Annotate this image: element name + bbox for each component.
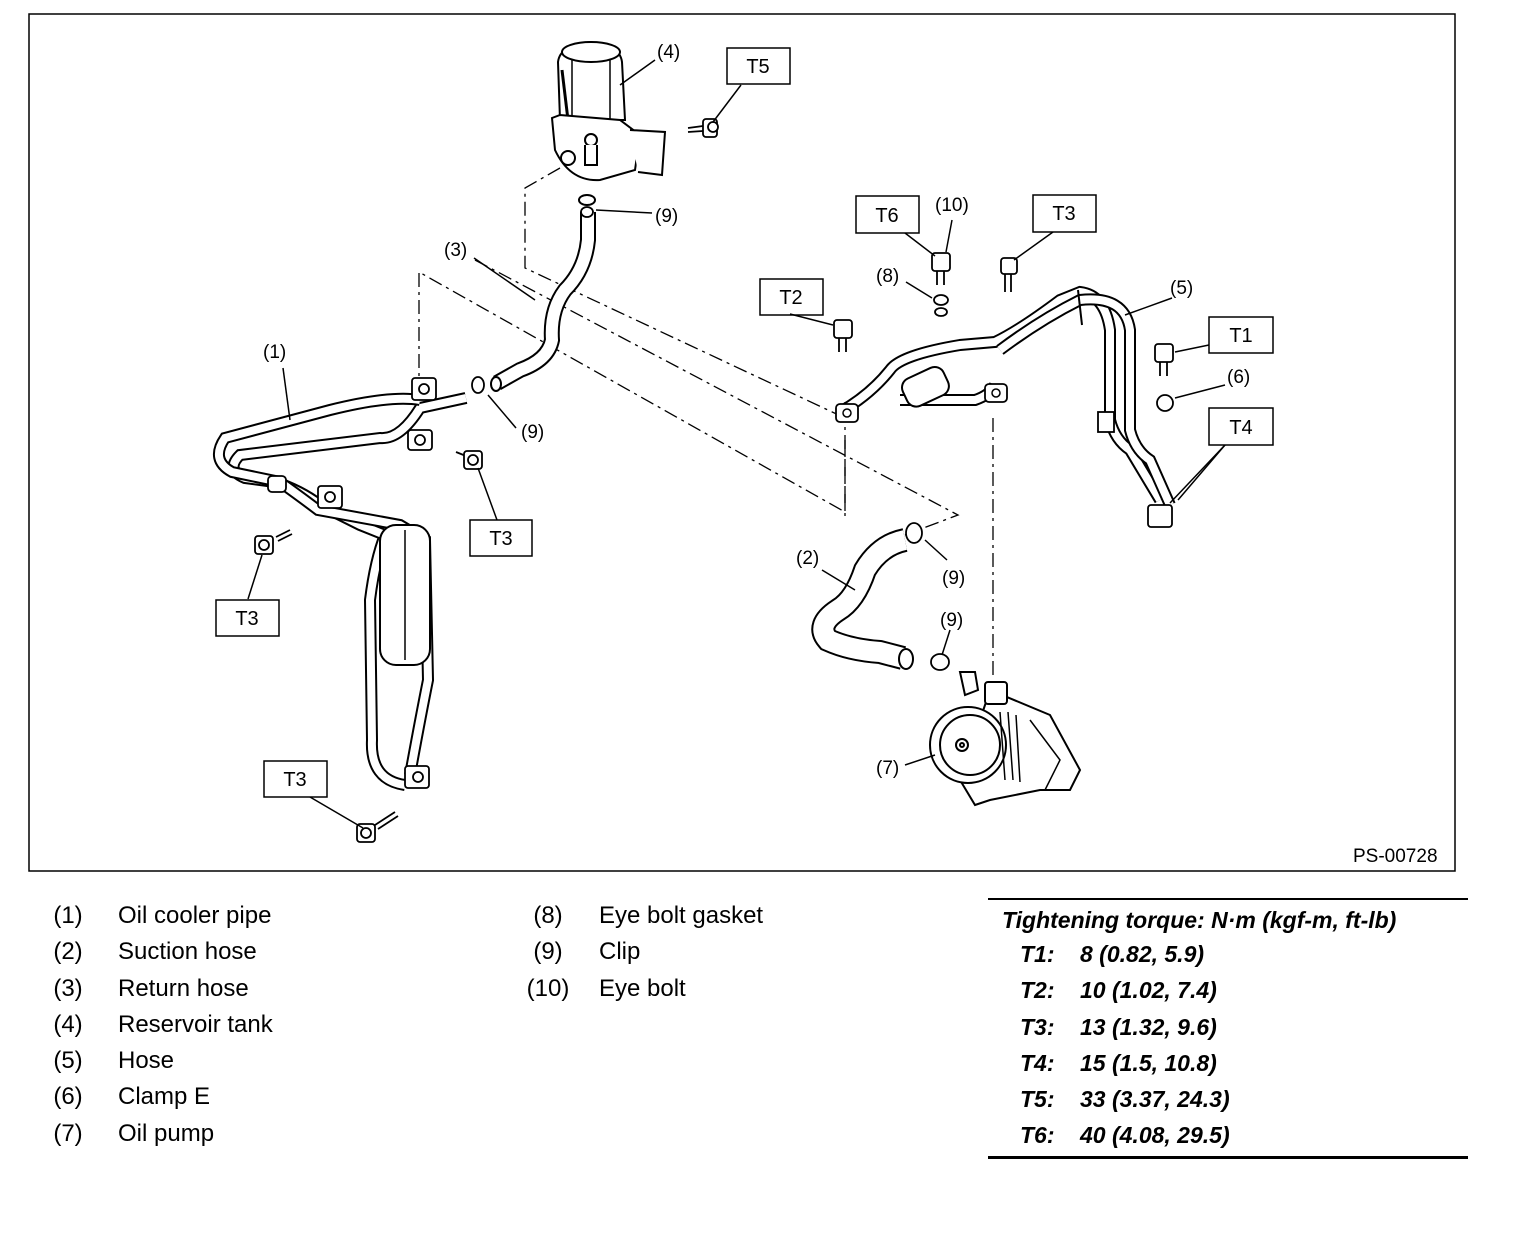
torque-row: T5: 33 (3.37, 24.3)	[988, 1081, 1468, 1117]
legend-item: (2) Suction hose	[48, 934, 273, 970]
legend-item: (8) Eye bolt gasket	[522, 898, 763, 934]
torque-box-t3: T3	[235, 608, 258, 630]
legend-name: Oil cooler pipe	[118, 902, 272, 929]
torque-box-t3: T3	[1052, 203, 1075, 225]
pressure-pipe-hose	[835, 285, 1176, 528]
alignment-lines	[418, 167, 994, 680]
callout-7: (7)	[876, 758, 899, 779]
return-hose	[490, 212, 596, 392]
torque-box-t4: T4	[1229, 417, 1252, 439]
legend-name: Oil pump	[118, 1119, 215, 1147]
parts-legend-middle: (8) Eye bolt gasket (9) Clip (10) Eye bolt	[522, 898, 763, 1007]
oil-pump	[929, 671, 1082, 807]
torque-box-labels: T5 T6 T3 T2 T1 T4 T3 T3 T3	[235, 56, 1252, 791]
bolts-t3	[254, 257, 1018, 843]
torque-id: T1:	[1020, 941, 1055, 967]
figure-code: PS-00728	[1353, 846, 1438, 867]
legend-name: Eye bolt gasket	[599, 902, 764, 929]
legend-item: (1) Oil cooler pipe	[48, 898, 273, 934]
callout-9: (9)	[940, 610, 963, 631]
parts-diagram: (1) (2) (3) (4) (5) (6) (7) (8) (9) (9) …	[28, 13, 1456, 872]
torque-value: 15 (1.5, 10.8)	[1080, 1049, 1217, 1076]
torque-table: Tightening torque: N·m (kgf-m, ft-lb) T1…	[988, 898, 1468, 1159]
bolts-misc	[833, 252, 1174, 376]
legend-name: Clip	[599, 938, 641, 966]
torque-id: T5:	[1020, 1086, 1055, 1113]
torque-table-heading: Tightening torque: N·m (kgf-m, ft-lb)	[1002, 907, 1397, 933]
legend-item: (9) Clip	[522, 934, 763, 970]
torque-box-t1: T1	[1229, 325, 1252, 347]
torque-box-t5: T5	[746, 56, 769, 78]
clips	[471, 206, 1174, 671]
torque-box-t6: T6	[875, 205, 898, 227]
legend-num: (3)	[53, 974, 83, 1002]
leader-lines	[247, 59, 1226, 829]
pipe-brackets	[267, 377, 437, 789]
legend-item: (7) Oil pump	[48, 1116, 273, 1152]
callout-3: (3)	[444, 240, 467, 261]
legend-num: (8)	[533, 902, 563, 929]
suction-hose	[811, 528, 914, 670]
legend-name: Reservoir tank	[118, 1010, 273, 1038]
torque-id: T3:	[1020, 1013, 1055, 1040]
legend-num: (9)	[533, 938, 563, 966]
callout-6: (6)	[1227, 367, 1250, 388]
legend-item: (6) Clamp E	[48, 1079, 273, 1115]
legend-num: (5)	[53, 1047, 83, 1075]
torque-value: 33 (3.37, 24.3)	[1080, 1086, 1230, 1113]
bolt-t5	[687, 118, 719, 138]
callout-labels: (1) (2) (3) (4) (5) (6) (7) (8) (9) (9) …	[263, 42, 1438, 867]
legend-num: (1)	[53, 902, 83, 929]
callout-5: (5)	[1170, 278, 1193, 299]
torque-id: T6:	[1020, 1122, 1055, 1149]
callout-9: (9)	[655, 206, 678, 227]
reservoir-tank	[550, 40, 667, 206]
torque-row: T6: 40 (4.08, 29.5)	[988, 1117, 1468, 1153]
torque-value: 10 (1.02, 7.4)	[1080, 977, 1217, 1004]
legend-name: Clamp E	[118, 1083, 211, 1111]
torque-box-t3: T3	[489, 528, 512, 550]
callout-9: (9)	[942, 568, 965, 589]
legend-num: (10)	[526, 974, 570, 1002]
oil-cooler-pipe	[212, 392, 468, 791]
legend-item: (10) Eye bolt	[522, 971, 763, 1007]
legend-item: (3) Return hose	[48, 971, 273, 1007]
legend-name: Return hose	[118, 974, 249, 1002]
torque-row: T3: 13 (1.32, 9.6)	[988, 1009, 1468, 1045]
legend-num: (2)	[53, 938, 83, 966]
legend-item: (4) Reservoir tank	[48, 1007, 273, 1043]
legend-name: Hose	[118, 1047, 175, 1075]
torque-boxes	[215, 47, 1274, 798]
callout-1: (1)	[263, 342, 286, 363]
callout-4: (4)	[657, 42, 680, 63]
torque-row: T1: 8 (0.82, 5.9)	[988, 936, 1468, 972]
torque-id: T4:	[1020, 1049, 1055, 1076]
legend-name: Eye bolt	[599, 974, 686, 1002]
legend-item: (5) Hose	[48, 1043, 273, 1079]
callout-8: (8)	[876, 266, 899, 287]
torque-value: 13 (1.32, 9.6)	[1080, 1013, 1217, 1040]
torque-value: 40 (4.08, 29.5)	[1080, 1122, 1230, 1149]
torque-row: T4: 15 (1.5, 10.8)	[988, 1045, 1468, 1081]
legend-num: (7)	[53, 1119, 83, 1147]
torque-row: T2: 10 (1.02, 7.4)	[988, 972, 1468, 1008]
callout-10: (10)	[935, 195, 969, 216]
diagram-frame	[28, 13, 1456, 872]
torque-box-t2: T2	[779, 287, 802, 309]
legend-num: (4)	[53, 1010, 83, 1038]
torque-box-t3: T3	[283, 769, 306, 791]
legend-name: Suction hose	[118, 938, 257, 966]
parts-legend-left: (1) Oil cooler pipe (2) Suction hose (3) Re…	[48, 898, 273, 1152]
torque-value: 8 (0.82, 5.9)	[1080, 941, 1205, 967]
callout-9: (9)	[521, 422, 544, 443]
legend-num: (6)	[53, 1083, 83, 1111]
torque-id: T2:	[1020, 977, 1055, 1004]
callout-2: (2)	[796, 548, 819, 569]
